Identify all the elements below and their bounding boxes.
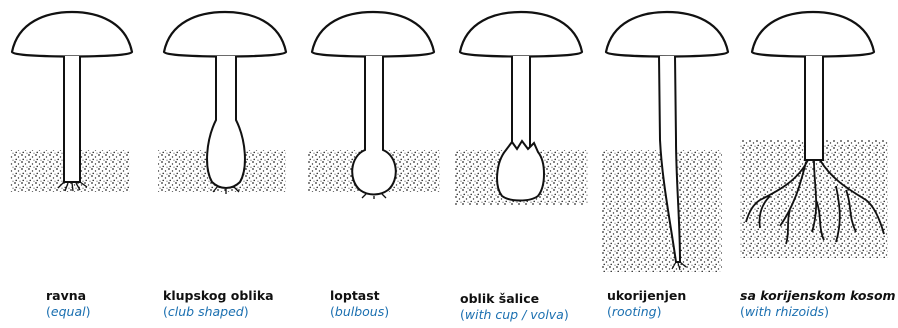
- label-croatian: ravna: [46, 288, 90, 304]
- cap: [752, 12, 874, 57]
- label-croatian: loptast: [330, 288, 389, 304]
- label-volva: oblik šalice (with cup / volva): [460, 291, 569, 323]
- mushroom-bulbous: [308, 12, 440, 199]
- label-croatian: klupskog oblika: [163, 288, 274, 304]
- cap: [312, 12, 434, 57]
- mushroom-club-shaped: [158, 12, 286, 194]
- label-bulbous: loptast (bulbous): [330, 288, 389, 320]
- stipe: [512, 56, 530, 150]
- label-english: club shaped: [168, 304, 244, 319]
- label-english: with cup / volva: [465, 307, 564, 322]
- stipe: [207, 56, 245, 188]
- label-club-shaped: klupskog oblika (club shaped): [163, 288, 274, 320]
- mushroom-volva: [455, 12, 588, 205]
- cap: [606, 12, 728, 57]
- label-croatian: oblik šalice: [460, 291, 569, 307]
- mushroom-rhizoids: [740, 12, 888, 258]
- label-rhizoids: sa korijenskom kosom (with rhizoids): [740, 288, 896, 320]
- cap: [460, 12, 582, 57]
- volva-cup: [497, 141, 544, 201]
- mushroom-rooting: [602, 12, 728, 272]
- cap: [164, 12, 286, 57]
- label-english: bulbous: [335, 304, 384, 319]
- label-english: rooting: [612, 304, 657, 319]
- stipe: [352, 56, 396, 195]
- label-equal: ravna (equal): [46, 288, 90, 320]
- label-croatian: sa korijenskom kosom: [740, 288, 896, 304]
- label-croatian: ukorijenjen: [607, 288, 686, 304]
- label-english: with rhizoids: [745, 304, 824, 319]
- label-english: equal: [51, 304, 86, 319]
- stipe: [805, 56, 823, 160]
- cap: [12, 12, 132, 57]
- mushroom-equal: [10, 12, 132, 192]
- label-rooting: ukorijenjen (rooting): [607, 288, 686, 320]
- stipe: [64, 56, 80, 182]
